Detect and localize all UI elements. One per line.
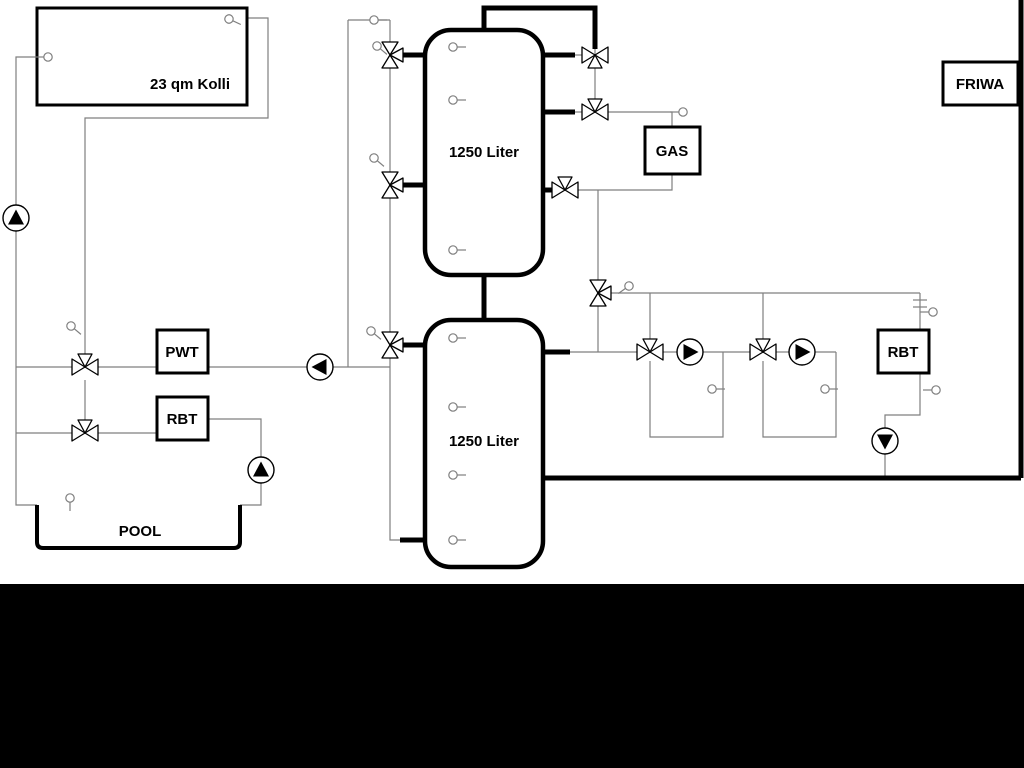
friwa-label: FRIWA [956,76,1004,93]
component-boxes [35,6,1020,442]
pwt-label: PWT [165,344,198,361]
tank-top-main [481,5,598,49]
pool-label: POOL [119,523,162,540]
rbt-right-label: RBT [888,344,919,361]
buffer-tank-upper-label: 1250 Liter [449,144,519,161]
pump-pool-icon [247,456,275,484]
pipe [208,418,262,457]
pwt-heat-exchanger-box [155,328,210,375]
gas-label: GAS [656,143,689,160]
rbt-right-box [876,328,931,375]
pipe-circuit2-loop [762,352,837,438]
pipe-from-gas [578,174,673,191]
pipes-thick [400,0,1024,543]
gas-boiler-box [643,125,702,176]
rbt-left-label: RBT [167,411,198,428]
pump-circuit1-icon [676,338,704,366]
friwa-station-box [941,60,1020,107]
pump-solar-icon [2,204,30,232]
bottom-mask [0,584,1024,768]
buffer-tank-lower [422,317,546,570]
solar-collector-label: 23 qm Kolli [150,76,230,93]
rbt-left-box [155,395,210,442]
buffer-tanks [422,27,546,570]
labels: 23 qm Kolli 1250 Liter 1250 Liter PWT RB… [119,76,1005,540]
pump-rbt-right-icon [871,427,899,455]
pipe-collector-return [15,56,37,506]
pipe [240,483,262,506]
pump-pwt-icon [306,353,334,381]
buffer-tank-upper [422,27,546,278]
pool-basin [35,505,242,550]
pipe-collector-supply [84,17,269,354]
check-valve-ticks [913,299,927,308]
buffer-tank-lower-label: 1250 Liter [449,433,519,450]
pipe [884,373,921,428]
pump-circuit2-icon [788,338,816,366]
pipe-circuit1-loop [649,352,724,438]
